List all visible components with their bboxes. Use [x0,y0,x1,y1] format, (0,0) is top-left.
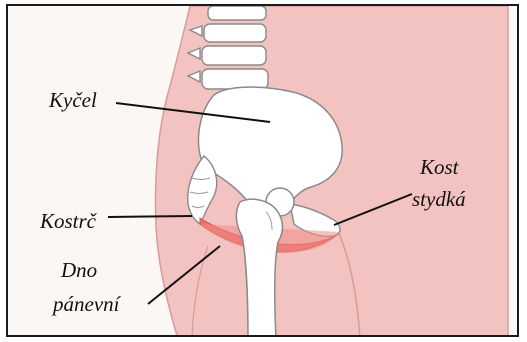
label-kost: Kost [420,157,459,178]
label-kostrc: Kostrč [40,211,96,232]
label-kycel: Kyčel [49,90,97,111]
leader-kostrc [108,216,192,217]
label-panevni: pánevní [53,294,119,315]
label-stydka: stydká [412,189,466,210]
label-dno: Dno [61,260,97,281]
illustration-frame: Kyčel Kostrč Dno pánevní Kost stydká [6,4,519,337]
